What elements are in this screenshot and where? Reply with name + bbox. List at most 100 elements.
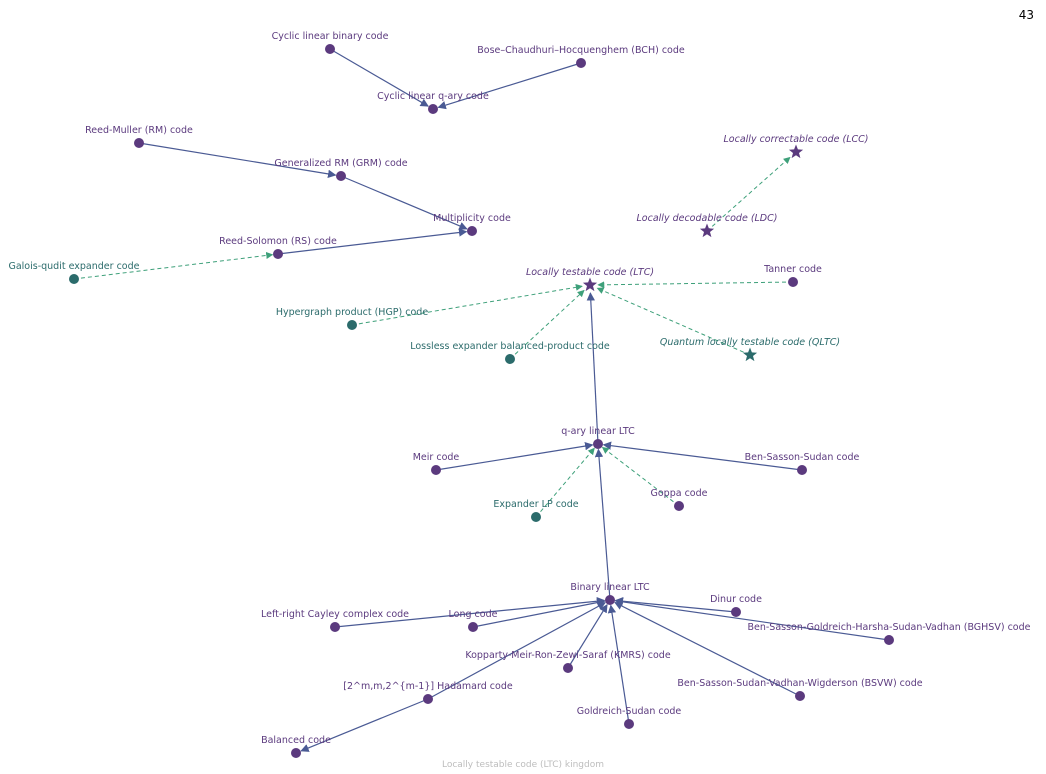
node-label: Lossless expander balanced-product code: [410, 341, 610, 352]
edge-lossless-to-ltc: [509, 289, 585, 360]
node-cyclic_binary[interactable]: Cyclic linear binary code: [272, 31, 389, 54]
node-label: Expander LP code: [493, 499, 578, 510]
node-ldc[interactable]: Locally decodable code (LDC): [637, 213, 778, 238]
node-dot: [731, 607, 741, 617]
node-dot: [431, 465, 441, 475]
node-qary_ltc[interactable]: q-ary linear LTC: [561, 426, 635, 449]
node-grm[interactable]: Generalized RM (GRM) code: [274, 158, 408, 181]
node-dot: [336, 171, 346, 181]
node-star-icon: [699, 223, 715, 238]
edge-bssvw-to-bin_ltc: [614, 601, 801, 697]
node-expander_lp[interactable]: Expander LP code: [493, 499, 579, 522]
node-dot: [69, 274, 79, 284]
node-dot: [593, 439, 603, 449]
edge-rm-to-grm: [138, 142, 337, 179]
node-lossless[interactable]: Lossless expander balanced-product code: [410, 341, 610, 364]
edge-tanner-to-ltc: [597, 281, 794, 289]
node-galois[interactable]: Galois-qudit expander code: [8, 261, 140, 284]
node-dot: [423, 694, 433, 704]
node-label: Quantum locally testable code (QLTC): [660, 337, 840, 348]
node-dot: [788, 277, 798, 287]
node-rs[interactable]: Reed-Solomon (RS) code: [219, 236, 337, 259]
edge-long-to-bin_ltc: [472, 598, 606, 628]
node-ltc[interactable]: Locally testable code (LTC): [526, 267, 654, 292]
node-meir[interactable]: Meir code: [413, 452, 460, 475]
node-label: Locally decodable code (LDC): [637, 213, 778, 224]
node-label: Kopparty-Meir-Ron-Zewi-Saraf (KMRS) code: [465, 650, 670, 661]
node-bch[interactable]: Bose–Chaudhuri–Hocquenghem (BCH) code: [477, 45, 685, 68]
edge-bin_ltc-to-qary_ltc: [594, 448, 611, 601]
edge-grm-to-mult: [340, 175, 468, 230]
node-label: Reed-Muller (RM) code: [85, 125, 193, 136]
node-dot: [428, 104, 438, 114]
node-mult[interactable]: Multiplicity code: [433, 213, 511, 236]
node-goppa[interactable]: Goppa code: [651, 488, 708, 511]
node-rm[interactable]: Reed-Muller (RM) code: [85, 125, 193, 148]
edge-hadamard-to-bin_ltc: [427, 602, 606, 700]
node-bin_ltc[interactable]: Binary linear LTC: [570, 582, 650, 605]
node-dot: [884, 635, 894, 645]
edge-hgp-to-ltc: [351, 283, 583, 326]
edge-cyclic_binary-to-cyclic_qary: [329, 48, 429, 107]
node-kmrs[interactable]: Kopparty-Meir-Ron-Zewi-Saraf (KMRS) code: [465, 650, 671, 673]
node-hgp[interactable]: Hypergraph product (HGP) code: [276, 307, 428, 330]
nodes-layer: Cyclic linear binary codeBose–Chaudhuri–…: [8, 31, 1031, 758]
node-label: Ben-Sasson-Goldreich-Harsha-Sudan-Vadhan…: [748, 622, 1031, 633]
edge-rs-to-mult: [277, 228, 468, 255]
node-label: [2^m,m,2^{m-1}] Hadamard code: [343, 681, 513, 692]
edge-dinur-to-bin_ltc: [614, 597, 737, 613]
node-dot: [576, 58, 586, 68]
node-tanner[interactable]: Tanner code: [763, 264, 822, 287]
node-dot: [795, 691, 805, 701]
node-label: Reed-Solomon (RS) code: [219, 236, 337, 247]
node-bss[interactable]: Ben-Sasson-Sudan code: [745, 452, 860, 475]
node-dinur[interactable]: Dinur code: [710, 594, 762, 617]
node-dot: [273, 249, 283, 259]
node-label: Generalized RM (GRM) code: [274, 158, 407, 169]
node-dot: [330, 622, 340, 632]
node-dot: [467, 226, 477, 236]
node-bghsv[interactable]: Ben-Sasson-Goldreich-Harsha-Sudan-Vadhan…: [748, 622, 1031, 645]
node-label: Tanner code: [763, 264, 822, 275]
node-dot: [797, 465, 807, 475]
node-label: Cyclic linear q-ary code: [377, 91, 489, 102]
edge-bss-to-qary_ltc: [602, 441, 803, 471]
node-dot: [505, 354, 515, 364]
node-balanced[interactable]: Balanced code: [261, 735, 331, 758]
node-dot: [468, 622, 478, 632]
node-label: Dinur code: [710, 594, 762, 605]
node-star-icon: [742, 347, 758, 362]
node-dot: [347, 320, 357, 330]
node-lcc[interactable]: Locally correctable code (LCC): [724, 134, 869, 159]
node-label: Goldreich-Sudan code: [577, 706, 682, 717]
node-star-icon: [788, 144, 804, 159]
edge-meir-to-qary_ltc: [435, 441, 594, 471]
node-dot: [674, 501, 684, 511]
node-label: Balanced code: [261, 735, 331, 746]
node-long[interactable]: Long code: [449, 609, 498, 632]
node-goldreich[interactable]: Goldreich-Sudan code: [577, 706, 682, 729]
node-label: Left-right Cayley complex code: [261, 609, 409, 620]
page-number: 43: [1018, 8, 1034, 22]
edges-layer: [73, 48, 890, 752]
edge-lr_cayley-to-bin_ltc: [334, 597, 606, 628]
node-hadamard[interactable]: [2^m,m,2^{m-1}] Hadamard code: [343, 681, 513, 704]
node-dot: [605, 595, 615, 605]
node-cyclic_qary[interactable]: Cyclic linear q-ary code: [377, 91, 489, 114]
edge-expander_lp-to-qary_ltc: [535, 447, 595, 518]
edge-galois-to-rs: [73, 251, 274, 280]
node-bssvw[interactable]: Ben-Sasson-Sudan-Vadhan-Wigderson (BSVW)…: [677, 678, 923, 701]
edge-goldreich-to-bin_ltc: [607, 604, 630, 725]
node-label: Ben-Sasson-Sudan code: [745, 452, 860, 463]
node-qltc[interactable]: Quantum locally testable code (QLTC): [660, 337, 840, 362]
node-label: Meir code: [413, 452, 460, 463]
node-label: q-ary linear LTC: [561, 426, 635, 437]
node-label: Binary linear LTC: [570, 582, 650, 593]
node-label: Locally testable code (LTC): [526, 267, 654, 278]
node-label: Hypergraph product (HGP) code: [276, 307, 428, 318]
edge-kmrs-to-bin_ltc: [567, 603, 608, 669]
node-lr_cayley[interactable]: Left-right Cayley complex code: [261, 609, 409, 632]
node-label: Cyclic linear binary code: [272, 31, 389, 42]
node-label: Long code: [449, 609, 498, 620]
